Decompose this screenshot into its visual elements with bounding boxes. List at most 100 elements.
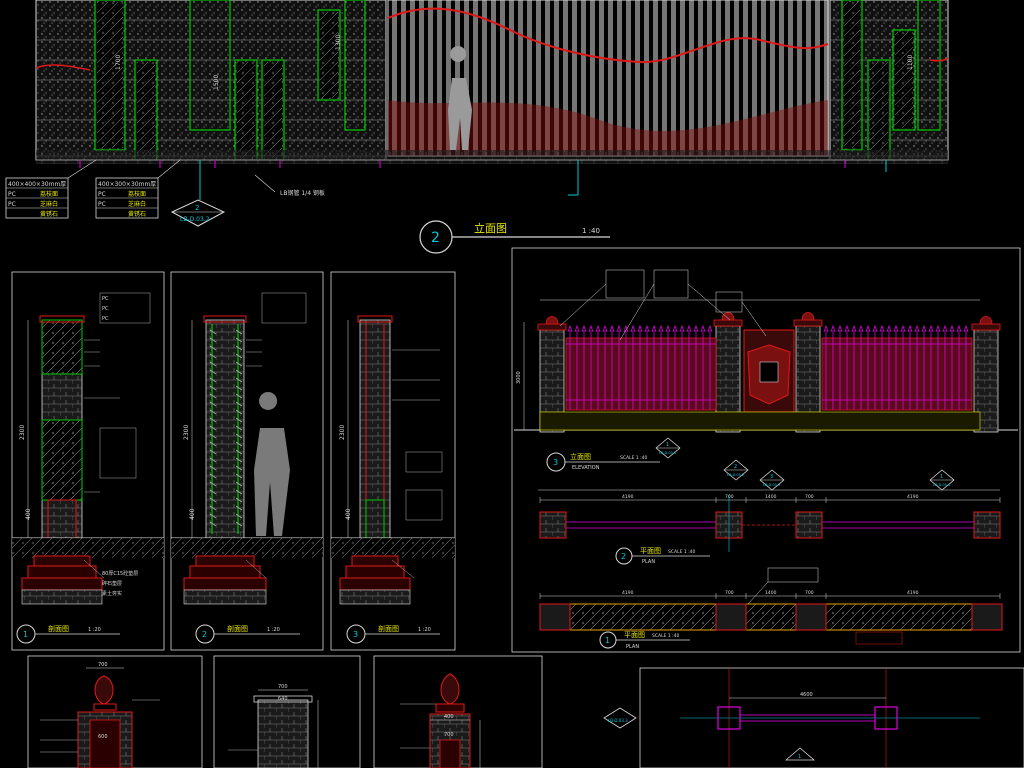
detail-dim: 700 bbox=[98, 662, 108, 668]
plan-dim: 4190 bbox=[907, 494, 919, 500]
section-note: 碎石垫层 bbox=[102, 580, 122, 587]
elevation-title-block: 2 立面图 1 :40 bbox=[419, 220, 610, 254]
section-title: 剖面图 bbox=[48, 624, 69, 633]
dim-label: 1700 bbox=[115, 55, 122, 70]
callout-marker: 1LB-D.05.4 bbox=[929, 469, 955, 491]
legend-left-text: 芝麻白 bbox=[40, 200, 58, 208]
plan-dim: 1400 bbox=[765, 494, 777, 500]
svg-text:LB-D.05.1: LB-D.05.1 bbox=[659, 451, 676, 455]
legend-right: 400×300×30mm厚 PC 荔枝面 PC 芝麻白 黄锈石 bbox=[95, 177, 159, 219]
svg-text:LB-D.05.3: LB-D.05.3 bbox=[763, 483, 780, 487]
plan-1-subtitle: PLAN bbox=[626, 644, 639, 650]
plan-dim: 4190 bbox=[622, 590, 634, 596]
legend-left-code: PC bbox=[8, 191, 16, 198]
elevation-title: 立面图 bbox=[474, 221, 507, 235]
legend-left: 400×400×30mm厚 PC 荔枝面 PC 芝麻白 黄锈石 bbox=[5, 177, 69, 219]
elevation-scale: 1 :40 bbox=[582, 227, 600, 235]
plan-2-subtitle: PLAN bbox=[642, 559, 655, 565]
top-note: LB钢管 1/4 钢板 bbox=[280, 189, 325, 197]
detail-dim: 700 bbox=[444, 732, 454, 738]
section-scale: 1 :20 bbox=[267, 627, 280, 633]
section-title: 剖面图 bbox=[378, 624, 399, 633]
gate-top-curve bbox=[387, 7, 829, 64]
legend-left-text: 黄锈石 bbox=[40, 210, 58, 218]
legend-right-header: 400×300×30mm厚 bbox=[98, 181, 156, 188]
section-dim: 400 bbox=[25, 508, 32, 520]
plan-dim: 700 bbox=[725, 494, 734, 500]
detail-dim: 640 bbox=[278, 696, 288, 702]
callout-marker: 2LB-D.05.2 bbox=[723, 459, 749, 481]
legend-left-header: 400×400×30mm厚 bbox=[8, 181, 66, 188]
plan-dim: 700 bbox=[805, 590, 814, 596]
person-silhouette bbox=[448, 46, 472, 150]
section-number: 2 bbox=[202, 630, 207, 639]
legend-right-code: PC bbox=[98, 191, 106, 198]
plan-dim: 1400 bbox=[765, 590, 777, 596]
svg-text:2: 2 bbox=[621, 552, 626, 561]
detail-d-plan: 4600 LB-D.03.3 1 bbox=[603, 668, 980, 768]
legend-left-text: 荔枝面 bbox=[40, 190, 58, 198]
svg-text:LB-D.03.2: LB-D.03.2 bbox=[180, 216, 210, 223]
top-elevation: 1700 1500 1300 1100 400×400×30mm厚 PC 荔枝面… bbox=[5, 0, 949, 254]
legend-right-code: PC bbox=[98, 201, 106, 208]
fence-elevation: 3000 bbox=[514, 269, 1018, 433]
section-number: 3 bbox=[353, 630, 358, 639]
elevation-number: 2 bbox=[431, 230, 440, 246]
plan-dim: 4190 bbox=[622, 494, 634, 500]
section-title-3: 3 剖面图 1 :20 bbox=[346, 624, 440, 644]
detail-dim: 600 bbox=[98, 734, 108, 740]
plan-1-title: 平面图 bbox=[624, 631, 645, 639]
legend-left-code: PC bbox=[8, 201, 16, 208]
dim-label: 1500 bbox=[213, 75, 220, 90]
plan-dim: 700 bbox=[805, 494, 814, 500]
section-note: PC bbox=[102, 296, 109, 302]
svg-text:1: 1 bbox=[605, 636, 610, 645]
section-dim: 2300 bbox=[339, 425, 346, 440]
dim-label: 1100 bbox=[907, 55, 914, 70]
detail-dim: 4600 bbox=[800, 692, 813, 698]
callout-marker: 3LB-D.05.3 bbox=[759, 469, 785, 491]
elevation-3-scale: SCALE 1 :40 bbox=[620, 455, 648, 461]
svg-text:2: 2 bbox=[195, 204, 199, 212]
callout-marker: 1LB-D.05.1 bbox=[655, 437, 681, 459]
svg-text:3: 3 bbox=[770, 474, 773, 480]
svg-text:1: 1 bbox=[666, 442, 669, 448]
section-note: PC bbox=[102, 306, 109, 312]
detail-b-pillar: 700 640 bbox=[228, 684, 319, 768]
svg-text:1: 1 bbox=[940, 474, 943, 480]
elevation-3-title: 3 立面图 ELEVATION SCALE 1 :40 bbox=[546, 452, 660, 472]
section-scale: 1 :20 bbox=[418, 627, 431, 633]
plan-dim: 700 bbox=[725, 590, 734, 596]
legend-right-text: 黄锈石 bbox=[128, 210, 146, 218]
detail-dim: 700 bbox=[278, 684, 288, 690]
legend-right-text: 芝麻白 bbox=[128, 200, 146, 208]
bottom-details: 700 600 700 640 400 70 bbox=[27, 655, 1024, 768]
gate-bars bbox=[387, 0, 829, 157]
svg-text:3: 3 bbox=[553, 458, 558, 467]
section-dim: 2300 bbox=[183, 425, 190, 440]
section-number: 1 bbox=[23, 630, 28, 639]
svg-text:1: 1 bbox=[798, 754, 801, 760]
detail-a-cap: 700 600 bbox=[40, 662, 160, 768]
section-1-drawing bbox=[12, 315, 164, 605]
plan-1-scale: SCALE 1 :40 bbox=[652, 633, 680, 639]
person-silhouette bbox=[254, 392, 290, 536]
section-note: PC bbox=[102, 316, 109, 322]
section-dim: 2300 bbox=[19, 425, 26, 440]
svg-text:2: 2 bbox=[734, 464, 737, 470]
detail-dim: 400 bbox=[444, 714, 454, 720]
right-panel: 3000 3 立面图 ELEVATION SCALE 1 :40 1LB-D.0… bbox=[511, 247, 1021, 653]
section-3-drawing bbox=[331, 315, 455, 605]
section-panels: 2300 400 2300 400 2300 400 PC PC PC 80厚C… bbox=[11, 271, 456, 651]
svg-text:LB-D.05.2: LB-D.05.2 bbox=[727, 473, 744, 477]
section-dim: 400 bbox=[189, 508, 196, 520]
legend-right-text: 荔枝面 bbox=[128, 190, 146, 198]
dim-label: 1300 bbox=[335, 35, 342, 50]
section-note: 素土夯实 bbox=[102, 590, 122, 597]
detail-c-cap: 400 700 bbox=[400, 673, 481, 768]
height-dim: 3000 bbox=[516, 371, 522, 384]
